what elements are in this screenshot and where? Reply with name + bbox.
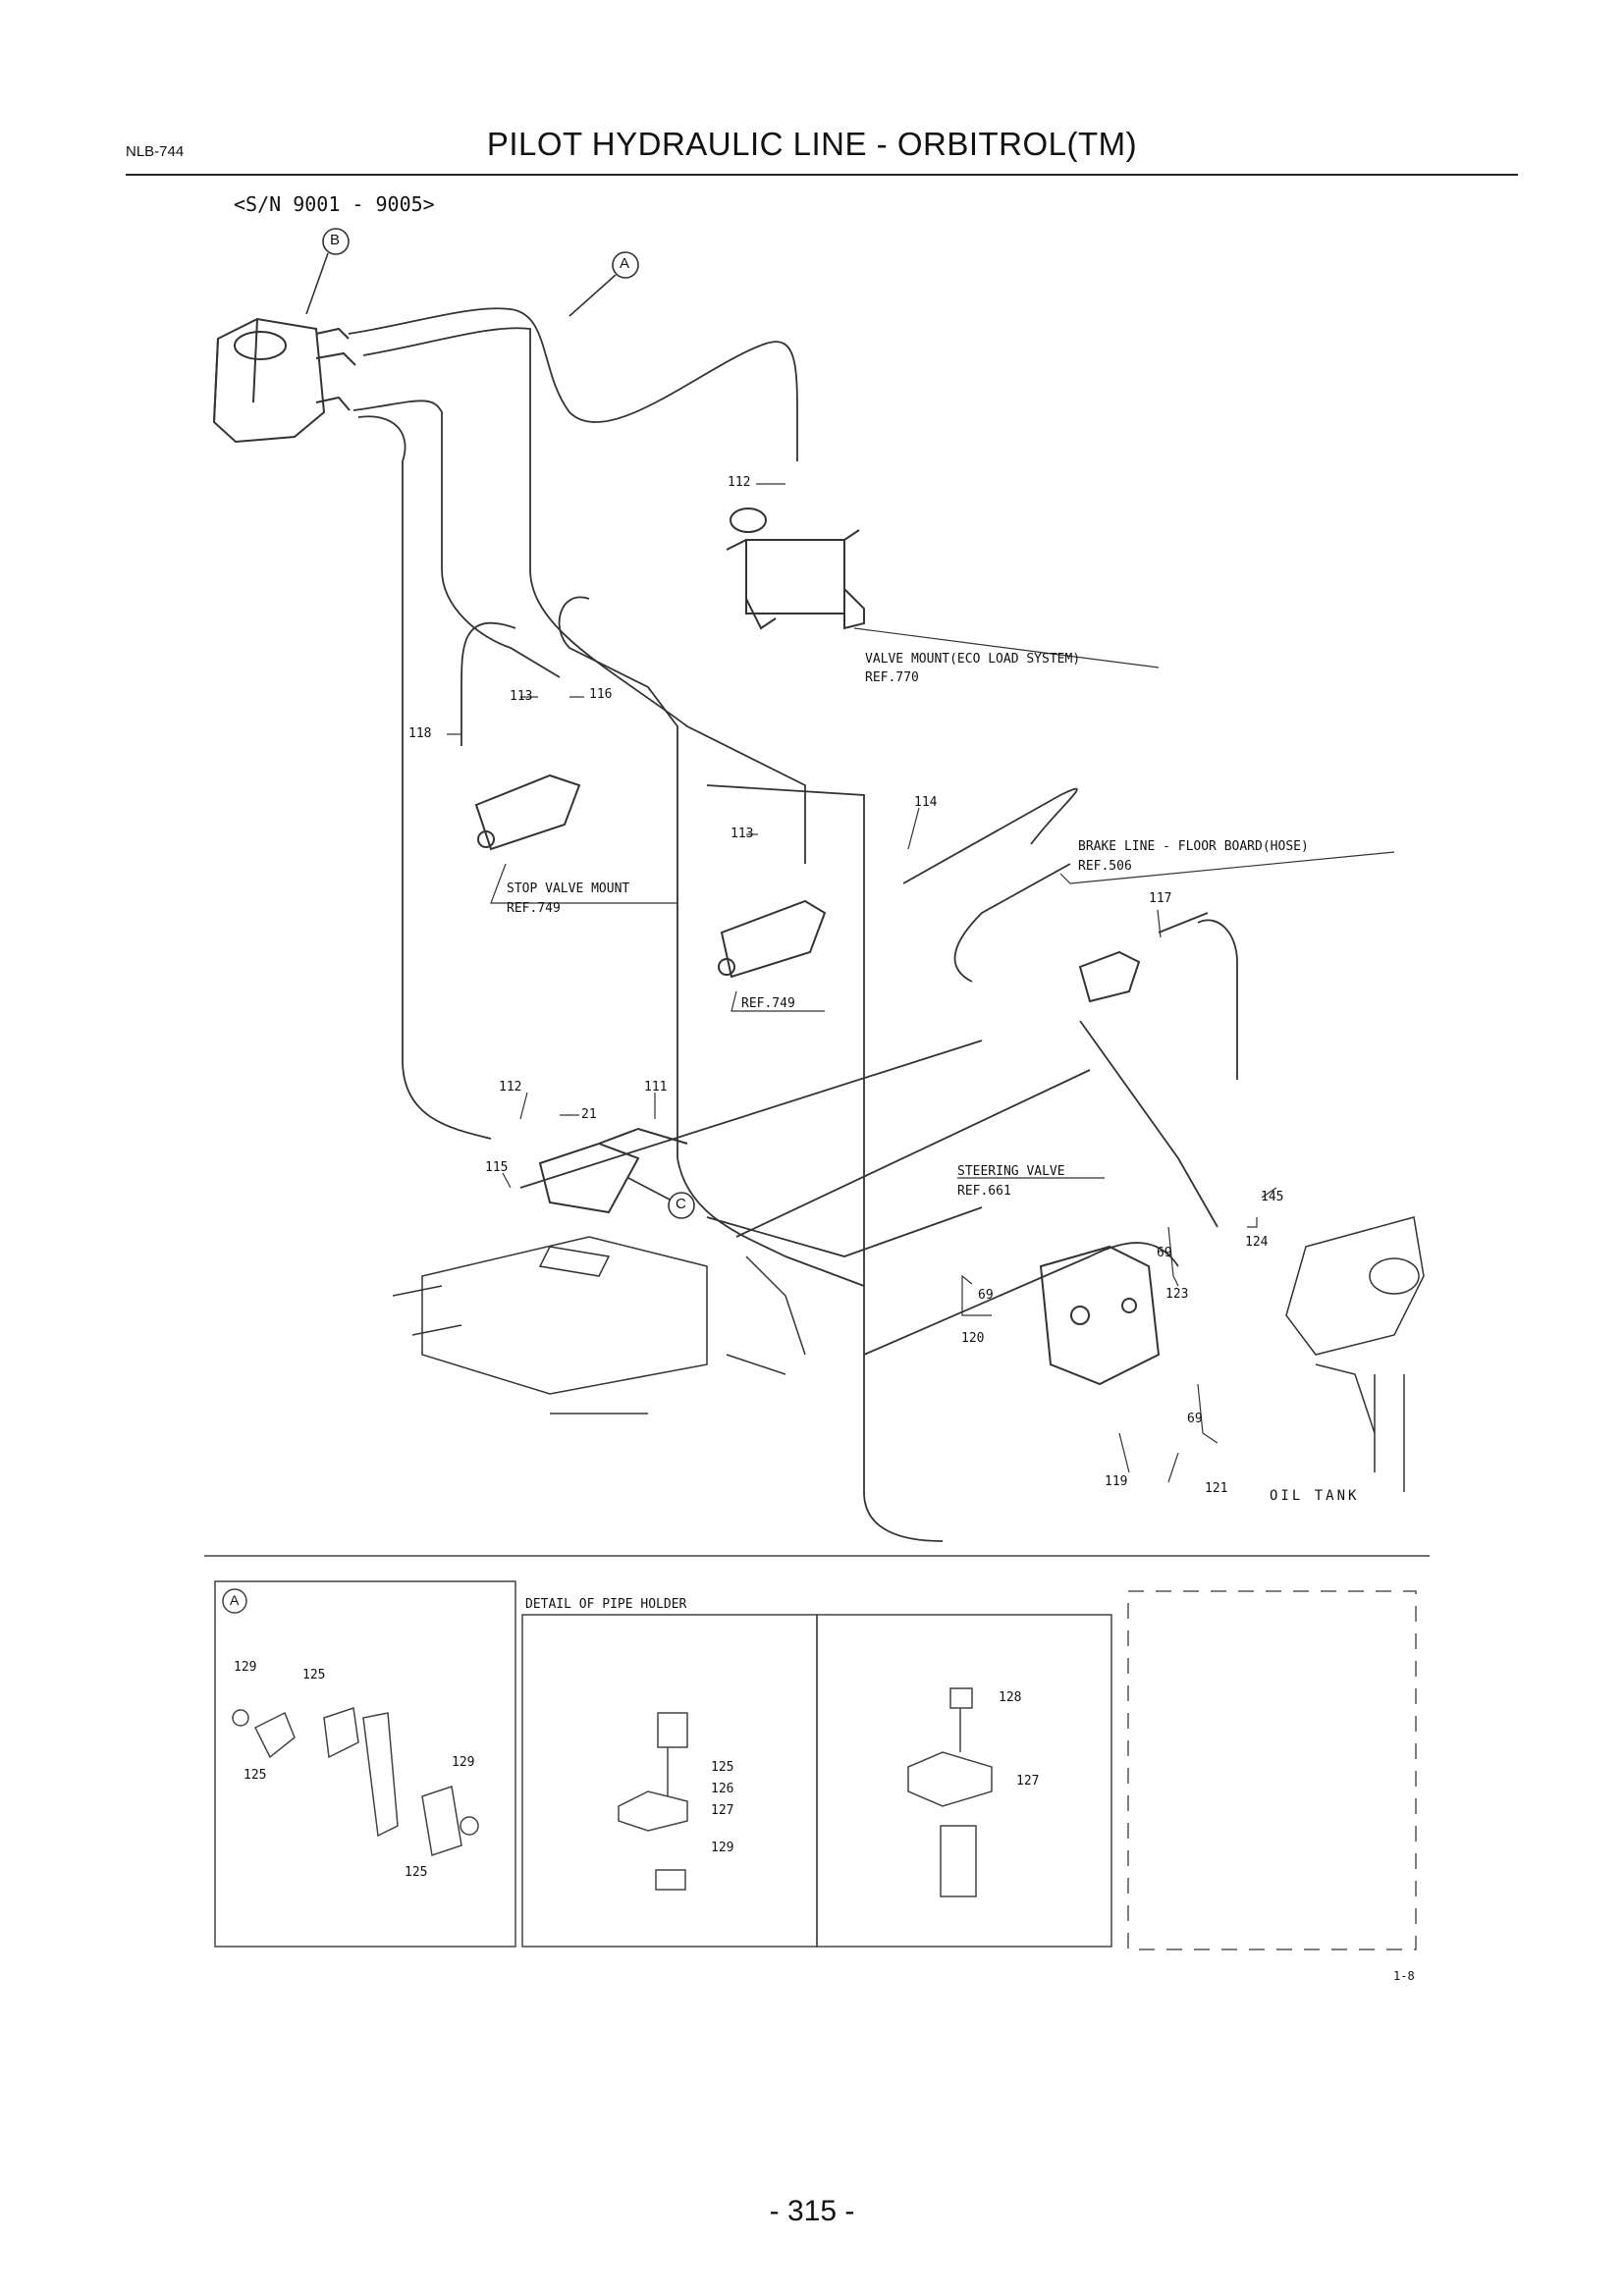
dashed-empty-box: [1127, 1590, 1417, 1950]
detail-a-part-129-a: 129: [234, 1660, 257, 1675]
detail-a-label: A: [230, 1592, 240, 1608]
pipe-holder-part-126: 126: [711, 1782, 734, 1796]
valve-mount-eco: [726, 507, 865, 630]
part-121: 121: [1205, 1481, 1228, 1496]
callout-b-circle: [322, 228, 350, 255]
detail-a-part-125-b: 125: [244, 1768, 267, 1783]
part-69-b: 69: [978, 1288, 994, 1303]
oil-tank: [1285, 1216, 1425, 1492]
pipe-holder-part-127-left: 127: [711, 1803, 734, 1818]
machine-frame: [392, 1236, 806, 1415]
detail-a-part-129-b: 129: [452, 1755, 475, 1770]
part-69-c: 69: [1187, 1412, 1203, 1426]
sheet-id: 1-8: [1393, 1969, 1415, 1983]
ref-valve-mount: VALVE MOUNT(ECO LOAD SYSTEM): [865, 652, 1081, 667]
ref-steering-valve-number: REF.661: [957, 1184, 1011, 1199]
part-115: 115: [485, 1160, 509, 1175]
callout-b-label: B: [330, 232, 341, 248]
leader-lines: [447, 483, 1395, 1483]
orbitrol-unit: [212, 317, 356, 444]
callout-a-label: A: [620, 255, 630, 272]
callout-c-arrow: [627, 1177, 671, 1201]
ref-oil-tank: OIL TANK: [1270, 1488, 1360, 1504]
steering-valve: [1039, 1245, 1161, 1386]
pipe-holder-right-box: [816, 1614, 1112, 1948]
ref-stop-valve-number-2: REF.749: [741, 996, 795, 1011]
part-21: 21: [581, 1107, 597, 1122]
callout-c-circle: [668, 1192, 695, 1219]
part-114: 114: [914, 795, 938, 810]
ref-steering-valve: STEERING VALVE: [957, 1164, 1065, 1179]
stop-valve-mount-mid: [718, 899, 827, 979]
pipe-holder-left-box: [521, 1614, 818, 1948]
pipe-holder-part-125: 125: [711, 1760, 734, 1775]
callout-c-label: C: [676, 1196, 686, 1212]
stop-valve-mount-left: [474, 774, 581, 851]
pipe-holder-part-129: 129: [711, 1841, 734, 1855]
part-69-a: 69: [1157, 1246, 1172, 1260]
header-divider: [126, 174, 1518, 176]
serial-range: <S/N 9001 - 9005>: [234, 192, 435, 216]
part-120: 120: [961, 1331, 985, 1346]
part-119: 119: [1105, 1474, 1128, 1489]
callout-a-circle: [612, 251, 639, 279]
part-116: 116: [589, 687, 613, 702]
page-number: - 315 -: [769, 2195, 855, 2227]
callout-b-arrow: [305, 252, 329, 315]
callout-a-arrow: [568, 274, 617, 317]
ref-brake-line: BRAKE LINE - FLOOR BOARD(HOSE): [1078, 839, 1309, 854]
part-111: 111: [644, 1080, 668, 1095]
pipe-holder-title: DETAIL OF PIPE HOLDER: [525, 1597, 687, 1612]
part-123: 123: [1165, 1287, 1189, 1302]
part-113-left: 113: [510, 689, 533, 704]
detail-a-part-125-c: 125: [405, 1865, 428, 1880]
part-118: 118: [408, 726, 432, 741]
page-title: PILOT HYDRAULIC LINE - ORBITROL(TM): [486, 126, 1138, 162]
pipe-holder-part-128: 128: [999, 1690, 1022, 1705]
part-112-top: 112: [728, 475, 751, 490]
part-113-mid: 113: [731, 827, 754, 841]
part-117: 117: [1149, 891, 1172, 906]
ref-stop-valve: STOP VALVE MOUNT: [507, 881, 630, 896]
ref-brake-line-number: REF.506: [1078, 859, 1132, 874]
document-code: NLB-744: [126, 143, 185, 160]
part-112-low: 112: [499, 1080, 522, 1095]
detail-a-part-125-a: 125: [302, 1668, 326, 1682]
ref-valve-mount-number: REF.770: [865, 670, 919, 685]
pilot-manifold-block: [538, 1127, 688, 1214]
pipe-holder-part-127-right: 127: [1016, 1774, 1040, 1789]
pilot-hose-lines: [348, 307, 1238, 1542]
detail-a-box: [214, 1580, 516, 1948]
part-145: 145: [1261, 1190, 1284, 1204]
ref-stop-valve-number: REF.749: [507, 901, 561, 916]
part-124: 124: [1245, 1235, 1269, 1250]
brake-valve: [1078, 912, 1209, 1003]
